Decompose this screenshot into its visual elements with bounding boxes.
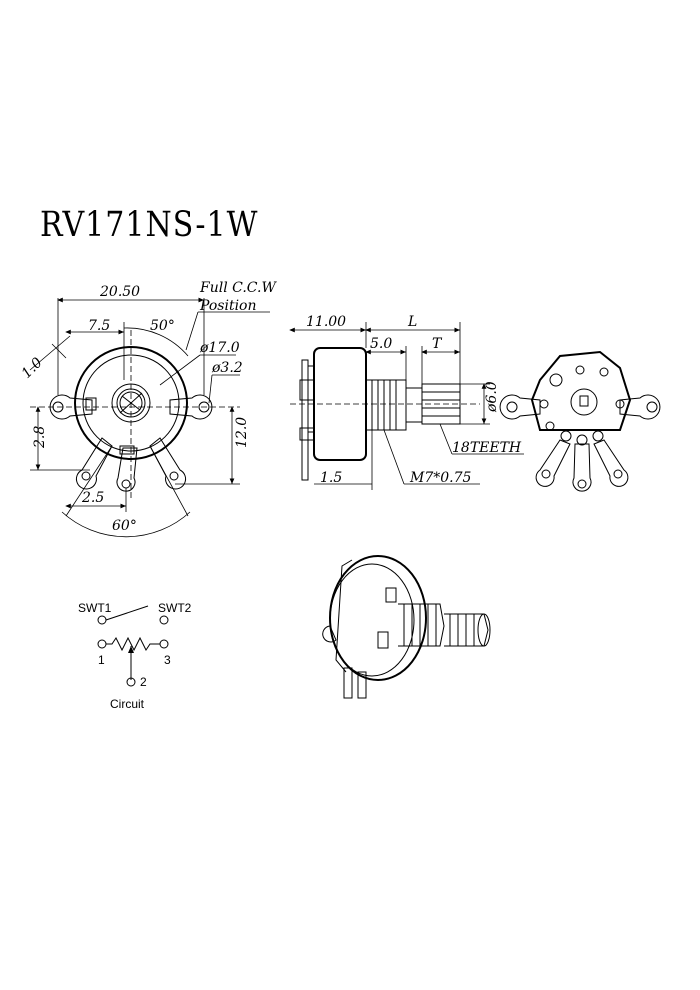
swt2-label: SWT2	[158, 601, 192, 615]
pin1-label: 1	[98, 653, 105, 667]
pin3-label: 3	[164, 653, 171, 667]
dim-knurl: T	[432, 336, 443, 352]
circuit-diagram: SWT1 SWT2 1 3 2 Circuit	[78, 601, 192, 711]
full-ccw-position: Position	[199, 298, 257, 314]
product-illustration	[322, 555, 491, 699]
dim-pitch: 2.5	[81, 490, 104, 506]
teeth-label: 18TEETH	[452, 440, 522, 456]
dim-bushing: 5.0	[370, 336, 392, 352]
angle-60: 60°	[112, 518, 137, 534]
dim-dia-17: ø17.0	[199, 340, 240, 356]
dim-thickness: 1.0	[19, 355, 46, 382]
dim-dia-3: ø3.2	[211, 360, 243, 376]
thread-lines	[371, 380, 397, 430]
dim-height-12: 12.0	[234, 417, 250, 448]
side-view: 11.00 L 5.0 T ø6.0 18TEETH M7*0	[289, 314, 524, 490]
angle-50: 50°	[150, 318, 175, 334]
pin2-label: 2	[140, 675, 147, 689]
dim-height-28: 2.8	[32, 426, 48, 449]
thread-label: M7*0.75	[409, 470, 472, 486]
dim-shaft-dia: ø6.0	[484, 381, 500, 413]
rear-view	[499, 350, 661, 492]
circuit-caption: Circuit	[110, 697, 145, 711]
dim-width: 20.50	[99, 284, 140, 300]
dim-offset: 7.5	[88, 318, 110, 334]
front-view: 20.50 Full C.C.W Position 7.5 50° ø17.0 …	[19, 280, 277, 538]
dim-shaft-length: L	[407, 314, 417, 330]
dim-body: 11.00	[306, 314, 346, 330]
swt1-label: SWT1	[78, 601, 112, 615]
dim-pin: 1.5	[320, 470, 342, 486]
page-title: RV171NS-1W	[40, 205, 259, 246]
full-ccw-label: Full C.C.W	[199, 280, 277, 296]
